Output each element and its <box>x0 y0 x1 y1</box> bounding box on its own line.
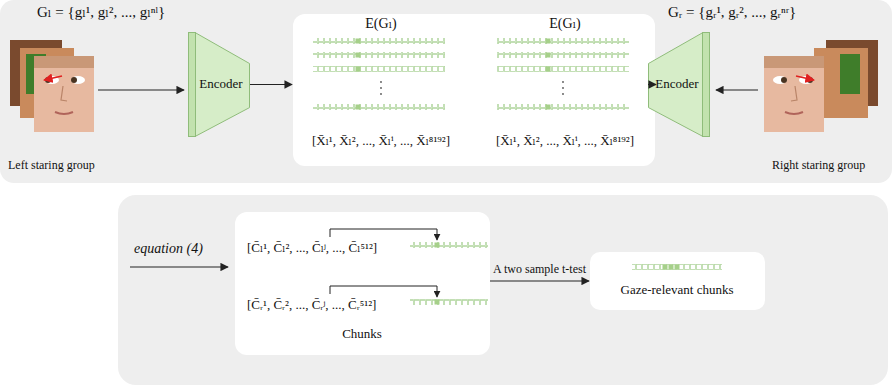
set-formula: Gᵣ = {gᵣ¹, gᵣ², ..., gᵣⁿʳ} <box>668 3 796 21</box>
flow-arrow <box>130 266 228 267</box>
box-label: Gaze-relevant chunks <box>621 282 734 298</box>
step-label: equation (4) <box>134 241 203 258</box>
encoder: Encoder <box>188 32 250 137</box>
chunk-vector: [C̄ᵣ¹, C̄ᵣ², ..., C̄ᵣʲ, ..., C̄ᵣ⁵¹²] <box>247 297 376 313</box>
vector-label: [X̄ₗ¹, X̄ₗ², ..., X̄ₗⁱ, ..., X̄ₗ⁸¹⁹²] <box>496 133 634 149</box>
input-arrow <box>716 89 758 90</box>
chunk-samples <box>330 229 488 305</box>
encoder-label: Encoder <box>199 76 242 92</box>
group-label: Left staring group <box>8 158 95 172</box>
panel: Gₗ = {gₗ¹, gₗ², ..., gₗⁿˡ} Left staring g… <box>0 0 892 183</box>
flow-arrow <box>250 84 292 85</box>
face-photos-left <box>10 40 94 132</box>
embedding-label: E(Gₗ) <box>549 16 580 33</box>
encoder: Encoder <box>648 32 710 137</box>
box-label: Chunks <box>342 326 382 342</box>
face-photos-right <box>764 40 878 132</box>
chunks-box: [C̄ₗ¹, C̄ₗ², ..., C̄ₗʲ, ..., C̄ₗ⁵¹²] [C̄ᵣ… <box>235 212 490 355</box>
vector-label: [X̄ₗ¹, X̄ₗ², ..., X̄ₗⁱ, ..., X̄ₗ⁸¹⁹²] <box>312 133 450 149</box>
embedding-label: E(Gₗ) <box>365 16 396 33</box>
flow-arrow <box>648 84 656 85</box>
input-arrow <box>98 89 184 90</box>
result-box: Gaze-relevant chunks <box>590 252 765 310</box>
chunk-vector: [C̄ₗ¹, C̄ₗ², ..., C̄ₗʲ, ..., C̄ₗ⁵¹²] <box>247 240 377 256</box>
set-formula: Gₗ = {gₗ¹, gₗ², ..., gₗⁿˡ} <box>37 3 165 21</box>
embedding-box: E(Gₗ) E(Gₗ) [X̄ₗ¹, X̄ₗ², ..., X̄ₗⁱ, ..., X… <box>293 14 655 166</box>
encoder-label: Encoder <box>655 76 698 92</box>
group-label: Right staring group <box>772 158 865 172</box>
flow-arrow <box>490 280 589 281</box>
edge-label: A two sample t-test <box>492 262 587 276</box>
panel: equation (4) [C̄ₗ¹, C̄ₗ², ..., C̄ₗʲ, ...,… <box>118 195 888 385</box>
gaze-chunk-sample <box>632 264 722 270</box>
feature-rows <box>313 38 629 110</box>
